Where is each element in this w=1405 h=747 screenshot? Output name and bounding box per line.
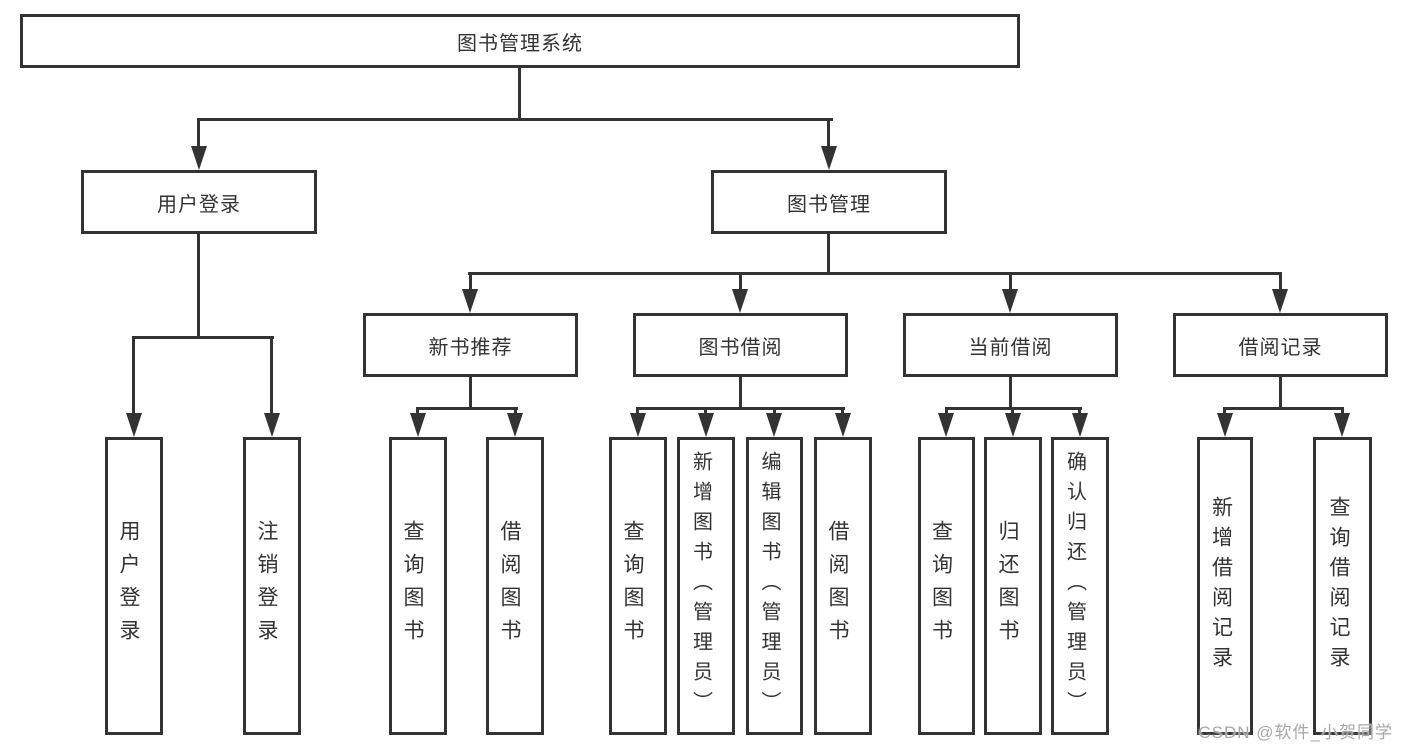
arrow-to-login-leaf	[126, 413, 142, 437]
leaf-borrow-add-books-admin: 新增图书（管理员）	[677, 437, 735, 735]
connector-bookborrow-stem	[739, 377, 742, 410]
arrow-to-current-borrow	[1002, 289, 1018, 313]
leaf-borrow-borrow-books: 借阅图书	[814, 437, 872, 735]
connector-cb-query-drop	[945, 407, 948, 415]
arrow-to-user-login	[191, 146, 207, 170]
connector-br-query-drop	[1341, 407, 1344, 415]
connector-logout-leaf-drop	[270, 339, 273, 415]
leaf-current-query-books: 查询图书	[918, 437, 975, 735]
node-root: 图书管理系统	[20, 14, 1020, 68]
arrow-to-logout-leaf	[264, 413, 280, 437]
connector-br-add-drop	[1223, 407, 1226, 415]
connector-nbr-query-drop	[416, 407, 419, 415]
leaf-borrow-edit-books-admin: 编辑图书（管理员）	[746, 437, 803, 735]
arrow-to-book-borrow	[732, 289, 748, 313]
leaf-user-login: 用户登录	[105, 437, 163, 735]
connector-records-hbar	[1223, 407, 1344, 410]
node-new-book-recommend: 新书推荐	[363, 313, 578, 377]
connector-bb-edit-drop	[773, 407, 776, 415]
csdn-watermark: CSDN @软件_小贺同学	[1198, 723, 1393, 742]
connector-user-login-hbar	[132, 336, 274, 339]
node-current-borrow: 当前借阅	[903, 313, 1118, 377]
arrow-to-cb-confirm	[1072, 413, 1088, 437]
leaf-newrec-query-books: 查询图书	[389, 437, 447, 735]
connector-login-leaf-drop	[132, 339, 135, 415]
connector-bookborrow-hbar	[636, 407, 845, 410]
connector-root-stem	[518, 68, 521, 120]
arrow-to-borrow-records	[1272, 289, 1288, 313]
leaf-newrec-borrow-books: 借阅图书	[486, 437, 544, 735]
connector-currentborrow-stem	[1009, 377, 1012, 410]
connector-bookborrow-drop	[739, 275, 742, 291]
connector-records-stem	[1279, 377, 1282, 410]
arrow-to-br-query	[1334, 413, 1350, 437]
leaf-current-return-books: 归还图书	[984, 437, 1042, 735]
connector-cb-return-drop	[1011, 407, 1014, 415]
connector-newrec-stem	[469, 377, 472, 410]
leaf-borrow-query-books: 查询图书	[609, 437, 667, 735]
connector-book-mgmt-drop	[827, 121, 830, 147]
connector-newrec-hbar	[416, 407, 518, 410]
leaf-records-query-record: 查询借阅记录	[1313, 437, 1372, 735]
arrow-to-nbr-query	[410, 413, 426, 437]
connector-nbr-borrow-drop	[514, 407, 517, 415]
connector-newrec-drop	[469, 275, 472, 291]
connector-bb-add-drop	[704, 407, 707, 415]
connector-user-login-stem	[197, 234, 200, 339]
connector-level2-hbar	[197, 118, 833, 121]
arrow-to-bb-add	[698, 413, 714, 437]
connector-level3-hbar	[468, 272, 1282, 275]
leaf-current-confirm-return-admin: 确认归还（管理员）	[1051, 437, 1109, 735]
leaf-logout: 注销登录	[243, 437, 301, 735]
arrow-to-br-add	[1217, 413, 1233, 437]
arrow-to-cb-return	[1005, 413, 1021, 437]
node-user-login: 用户登录	[81, 170, 317, 234]
leaf-records-add-record: 新增借阅记录	[1197, 437, 1253, 735]
arrow-to-bb-edit	[766, 413, 782, 437]
arrow-to-bb-query	[630, 413, 646, 437]
arrow-to-book-mgmt	[821, 146, 837, 170]
connector-cb-confirm-drop	[1078, 407, 1081, 415]
arrow-to-cb-query	[938, 413, 954, 437]
node-book-borrow: 图书借阅	[633, 313, 848, 377]
node-borrow-records: 借阅记录	[1173, 313, 1388, 377]
connector-records-drop	[1279, 275, 1282, 291]
connector-bb-query-drop	[636, 407, 639, 415]
connector-currentborrow-drop	[1009, 275, 1012, 291]
arrow-to-new-book-recommend	[462, 289, 478, 313]
connector-book-mgmt-stem	[827, 234, 830, 275]
connector-user-login-drop	[197, 121, 200, 147]
node-book-management: 图书管理	[711, 170, 947, 234]
arrow-to-bb-borrow	[835, 413, 851, 437]
arrow-to-nbr-borrow	[507, 413, 523, 437]
connector-bb-borrow-drop	[841, 407, 844, 415]
